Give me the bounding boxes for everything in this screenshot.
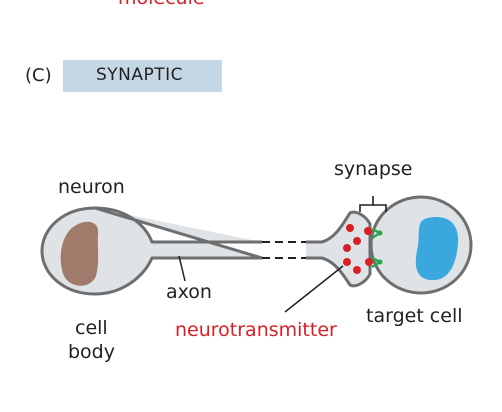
panel-title-box [63,60,222,92]
vesicle [346,224,354,232]
vesicle [364,227,372,235]
vesicle [353,266,361,274]
receptor-dot [377,259,383,265]
vesicle [343,258,351,266]
vesicle [365,258,373,266]
target-nucleus [415,217,459,281]
cell-body-label-line1: cell [75,317,108,339]
neuron-label: neuron [58,176,125,198]
axon-gap [262,243,306,257]
vesicle [353,237,361,245]
top-cutoff-label: molecule [118,0,205,8]
synapse-bracket [359,196,387,212]
receptor-dot [377,230,383,236]
axon-leader [178,255,186,282]
vesicle [343,244,351,252]
neurotransmitter-label: neurotransmitter [175,319,337,341]
panel-title: SYNAPTIC [96,65,184,85]
cell-body-label-line2: body [68,341,115,363]
panel-letter: (C) [25,65,52,86]
axon-label: axon [166,281,212,303]
target-cell-label: target cell [366,305,463,327]
synapse-label: synapse [334,158,413,180]
neurotransmitter-leader [284,265,344,313]
neuron-nucleus [60,221,99,286]
